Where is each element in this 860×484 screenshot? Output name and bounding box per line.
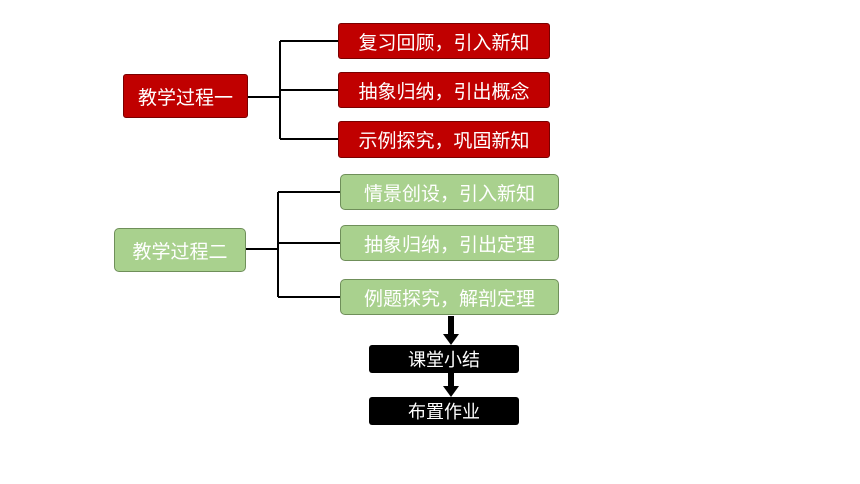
final-step-summary: 课堂小结 bbox=[369, 345, 519, 373]
process-two-step-2: 抽象归纳，引出定理 bbox=[340, 225, 559, 261]
final-step-homework: 布置作业 bbox=[369, 397, 519, 425]
process-one-step-2: 抽象归纳，引出概念 bbox=[338, 72, 550, 108]
process-two-step-3: 例题探究，解剖定理 bbox=[340, 279, 559, 315]
process-one-label: 教学过程一 bbox=[123, 74, 248, 118]
process-one-step-1: 复习回顾，引入新知 bbox=[338, 23, 550, 59]
process-one-step-3: 示例探究，巩固新知 bbox=[338, 121, 550, 158]
process-two-step-1: 情景创设，引入新知 bbox=[340, 174, 559, 210]
process-two-label: 教学过程二 bbox=[114, 228, 246, 272]
